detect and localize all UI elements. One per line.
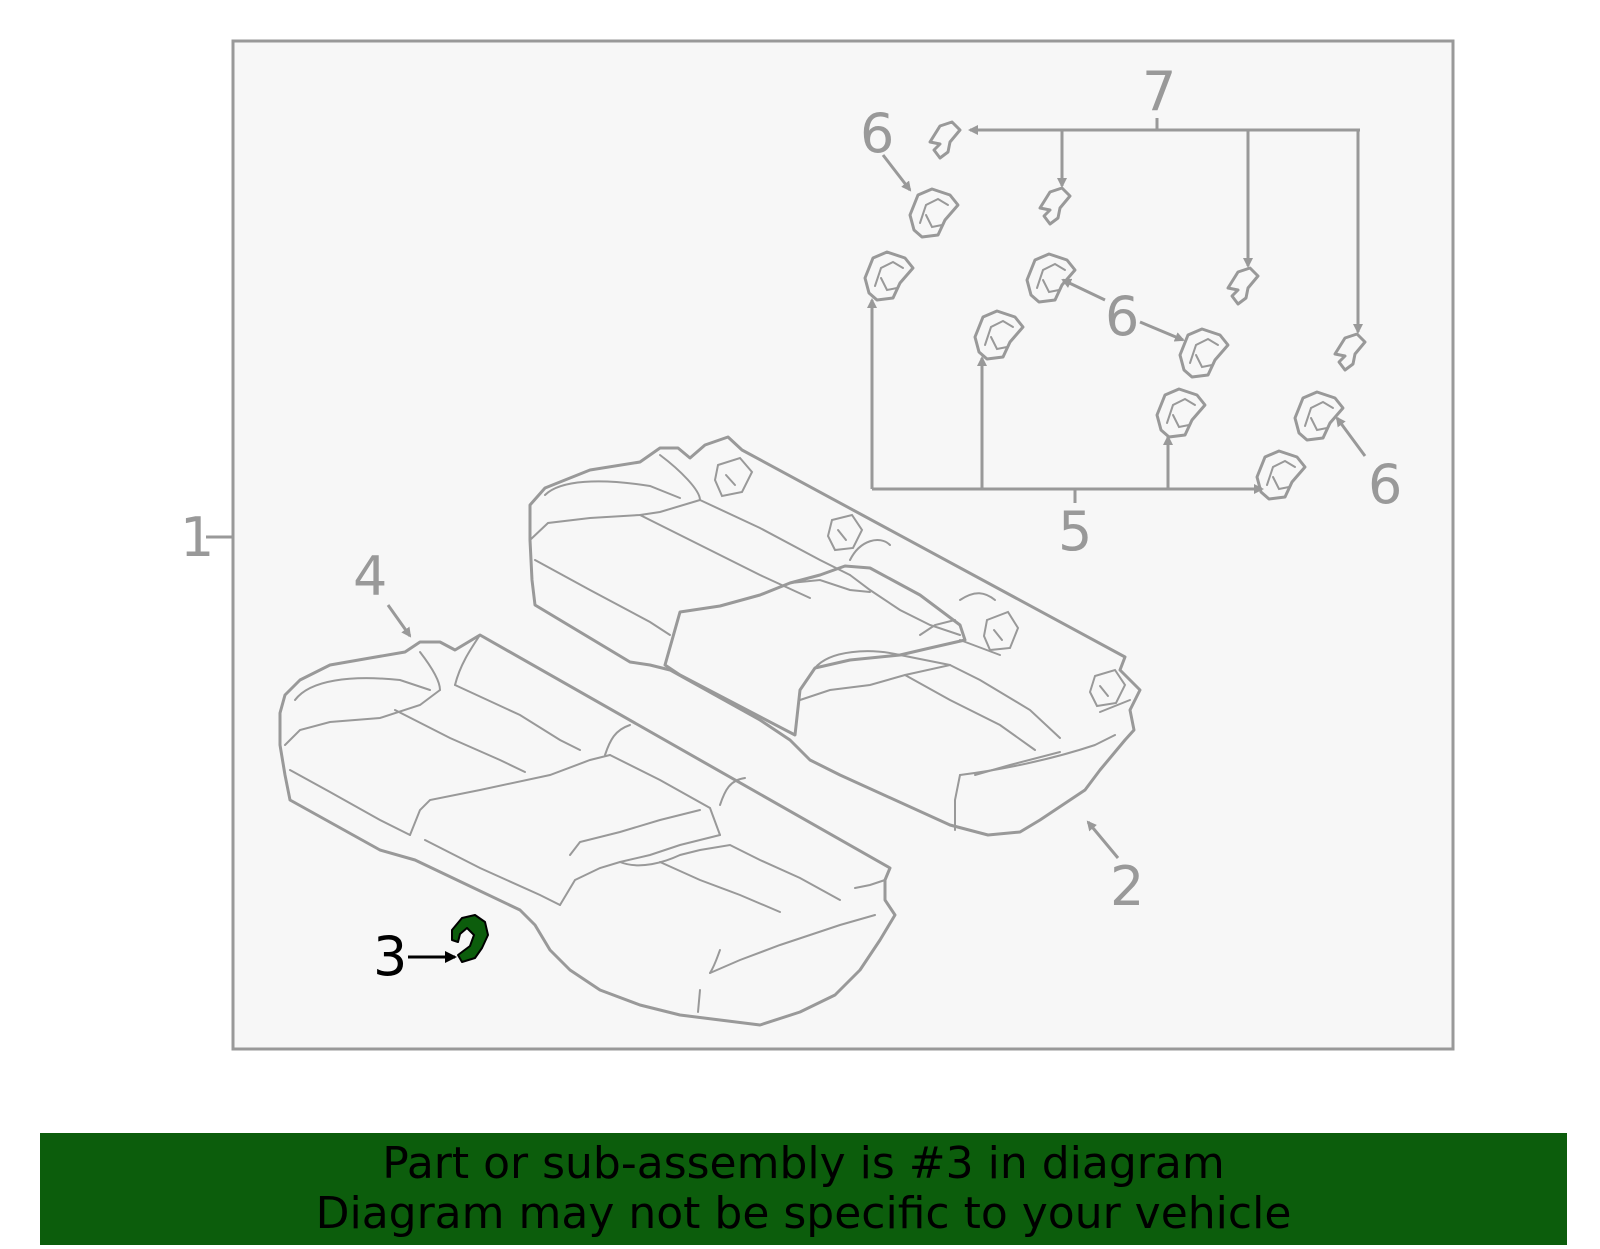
callout-5-label: 5 xyxy=(1058,500,1092,563)
callout-1-label: 1 xyxy=(180,506,214,569)
banner-line-1: Part or sub-assembly is #3 in diagram xyxy=(382,1138,1225,1189)
callout-4-leader xyxy=(386,604,412,638)
clip-large xyxy=(1255,449,1307,501)
clip-small xyxy=(1333,332,1367,372)
seat-back-cushion xyxy=(528,435,1142,837)
callout-2-leader xyxy=(1086,820,1120,859)
seat-cushion xyxy=(278,633,897,1027)
callout-6-leader-left xyxy=(881,154,912,192)
clip-large xyxy=(863,250,915,302)
callout-6-leader-mid-right xyxy=(1139,320,1185,342)
callout-4-label: 4 xyxy=(353,545,387,608)
banner-line-2: Diagram may not be specific to your vehi… xyxy=(315,1188,1292,1239)
callout-6-label-right: 6 xyxy=(1368,453,1402,516)
clip-large xyxy=(1178,327,1230,379)
callout-3-label: 3 xyxy=(373,925,407,988)
callout-7-bracket xyxy=(968,118,1363,334)
callout-5-bracket xyxy=(867,298,1264,503)
callout-6-leader-mid-left xyxy=(1061,278,1106,302)
callout-7-label: 7 xyxy=(1142,60,1176,123)
small-clips xyxy=(928,120,1367,372)
callout-2-label: 2 xyxy=(1110,855,1144,918)
callout-6-label-mid: 6 xyxy=(1105,285,1139,348)
clip-small xyxy=(928,120,962,160)
clip-large xyxy=(1155,387,1207,439)
large-clips xyxy=(863,187,1345,501)
diagram-frame xyxy=(231,39,1455,1051)
clip-large xyxy=(908,187,960,239)
highlighted-part-3 xyxy=(451,914,489,963)
clip-large xyxy=(1025,252,1077,304)
clip-large xyxy=(973,309,1025,361)
callout-6-label-left: 6 xyxy=(860,102,894,165)
info-banner: Part or sub-assembly is #3 in diagram Di… xyxy=(40,1133,1567,1245)
clip-small xyxy=(1038,186,1072,226)
clip-small xyxy=(1226,266,1260,306)
clip-large xyxy=(1293,390,1345,442)
callout-6-leader-right xyxy=(1335,416,1367,457)
